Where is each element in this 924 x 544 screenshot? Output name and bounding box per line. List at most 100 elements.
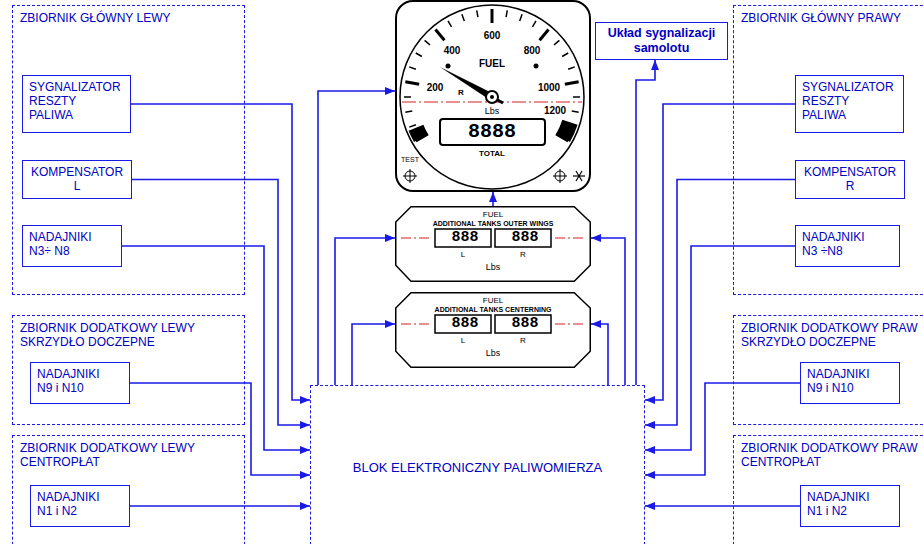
outer-wings-display-art: [401, 229, 586, 247]
range-wedge: [556, 120, 578, 142]
digital-readout: 8888: [468, 121, 516, 143]
component-label: SYGNALIZATOR RESZTY PALIWA: [29, 80, 121, 122]
compensator-box: KOMPENSATOR L: [22, 160, 132, 199]
component-label: NADAJNIKI N1 i N2: [807, 490, 873, 518]
scale-number: 1000: [538, 82, 560, 93]
dial-tick: [409, 125, 416, 127]
tank-group: ZBIORNIK DODATKOWY LEWY SKRZYDŁO DOCZEPN…: [12, 315, 245, 425]
fuel-gauge: 40060080010002001200FUELLbs8888TOTALTEST…: [395, 0, 591, 192]
sensor-box: NADAJNIKI N3 ÷N8: [795, 225, 900, 267]
sensor-box: NADAJNIKI N1 i N2: [800, 485, 900, 527]
dial-tick: [435, 30, 444, 41]
dial-tick: [416, 53, 422, 57]
dial-tick: [491, 9, 494, 23]
reference-line: [401, 323, 431, 324]
side-label: L: [461, 251, 465, 260]
dial-tick: [506, 10, 507, 17]
dial-dot: [446, 64, 451, 69]
dial-tick: [568, 67, 575, 69]
needle-label: R: [458, 89, 464, 98]
signal-wire: [645, 104, 795, 400]
electronic-unit: BLOK ELEKTRONICZNY PALIWOMIERZA: [310, 385, 645, 544]
test-label: TEST: [401, 156, 419, 164]
scale-number: 1200: [544, 105, 566, 116]
signal-wire: [132, 180, 310, 426]
tank-group-title: ZBIORNIK DODATKOWY LEWY SKRZYDŁO DOCZEPN…: [13, 316, 244, 349]
indicator-box: SYGNALIZATOR RESZTY PALIWA: [795, 75, 904, 133]
signal-wire: [318, 91, 395, 385]
signal-wire: [636, 60, 655, 385]
dial-tick: [462, 14, 464, 21]
dial-tick: [425, 40, 430, 44]
dial-tick: [554, 40, 559, 44]
reference-line: [401, 237, 431, 238]
dial-tick: [520, 14, 522, 21]
signal-wire: [352, 324, 395, 385]
digit-window: [435, 315, 491, 333]
dial-tick: [540, 30, 549, 41]
digital-window: [440, 119, 545, 145]
tank-group-title: ZBIORNIK DODATKOWY PRAW CENTROPŁAT: [734, 436, 924, 469]
dial-tick: [448, 21, 452, 27]
signal-wire: [645, 180, 795, 426]
dial-tick: [573, 96, 580, 98]
signal-wire: [591, 324, 608, 385]
knob-cross: [410, 169, 411, 183]
dial-title: FUEL: [479, 58, 505, 69]
component-label: SYGNALIZATOR RESZTY PALIWA: [802, 80, 894, 122]
component-label: KOMPENSATOR R: [804, 165, 896, 193]
indicator-box: SYGNALIZATOR RESZTY PALIWA: [22, 75, 131, 133]
digit-window: [495, 229, 551, 247]
reference-line: [555, 323, 586, 324]
tank-group-title: ZBIORNIK GŁÓWNY PRAWY: [734, 6, 924, 25]
unit-label: Lbs: [486, 263, 501, 273]
dial-tick: [405, 111, 412, 112]
tank-group: ZBIORNIK DODATKOWY PRAW CENTROPŁAT NADAJN…: [733, 435, 924, 544]
dial-tick: [533, 21, 537, 27]
scale-number: 800: [524, 45, 541, 56]
unit-title: BLOK ELEKTRONICZNY PALIWOMIERZA: [353, 460, 602, 476]
tank-group-title: ZBIORNIK DODATKOWY PRAW SKRZYDŁO DOCZEPN…: [734, 316, 924, 349]
centering-display-art: [401, 315, 586, 333]
symbol-stroke: [576, 171, 582, 181]
signal-wire: [335, 238, 395, 385]
display-bezel: [396, 293, 591, 368]
sensor-box: NADAJNIKI N3÷ N8: [22, 225, 122, 267]
signal-system-label: Układ sygnalizacji samolotu: [600, 26, 723, 56]
sensor-box: NADAJNIKI N9 i N10: [30, 362, 130, 404]
side-label: R: [520, 251, 526, 260]
dial-tick: [572, 111, 579, 112]
sensor-box: NADAJNIKI N9 i N10: [800, 362, 900, 404]
unit-label: Lbs: [486, 349, 501, 359]
display-subtitle: ADDITIONAL TANKS CENTERNING: [435, 306, 552, 314]
display-title: FUEL: [483, 297, 503, 306]
tank-group: ZBIORNIK GŁÓWNY LEWYSYGNALIZATOR RESZTY …: [12, 5, 245, 295]
scale-number: 400: [444, 45, 461, 56]
component-label: NADAJNIKI N9 i N10: [37, 367, 103, 395]
signal-wire: [591, 238, 625, 385]
display-title: FUEL: [483, 211, 503, 220]
needle-hub-dot: [490, 95, 494, 99]
signal-wire: [131, 104, 310, 400]
component-label: NADAJNIKI N1 i N2: [37, 490, 103, 518]
component-label: KOMPENSATOR L: [31, 165, 123, 193]
compensator-box: KOMPENSATOR R: [795, 160, 905, 199]
knob-cross: [560, 169, 561, 183]
dial-tick: [404, 96, 411, 98]
readout-caption: TOTAL: [479, 150, 505, 159]
signal-wire: [492, 192, 494, 206]
dial-tick: [477, 10, 478, 17]
digit-window: [435, 229, 491, 247]
signal-system-box: Układ sygnalizacji samolotu: [595, 22, 728, 60]
tank-group-title: ZBIORNIK DODATKOWY LEWY CENTROPŁAT: [13, 436, 244, 469]
side-label: R: [520, 337, 526, 346]
digital-readout: 888: [451, 316, 478, 333]
dial-tick: [562, 53, 568, 57]
display-bezel: [396, 207, 591, 282]
digital-readout: 888: [511, 316, 538, 333]
fuel-display: FUELADDITIONAL TANKS CENTERNING888888LRL…: [395, 292, 591, 368]
digital-readout: 888: [511, 230, 538, 247]
brightness-symbol: [573, 171, 585, 181]
dial-tick: [409, 67, 416, 69]
